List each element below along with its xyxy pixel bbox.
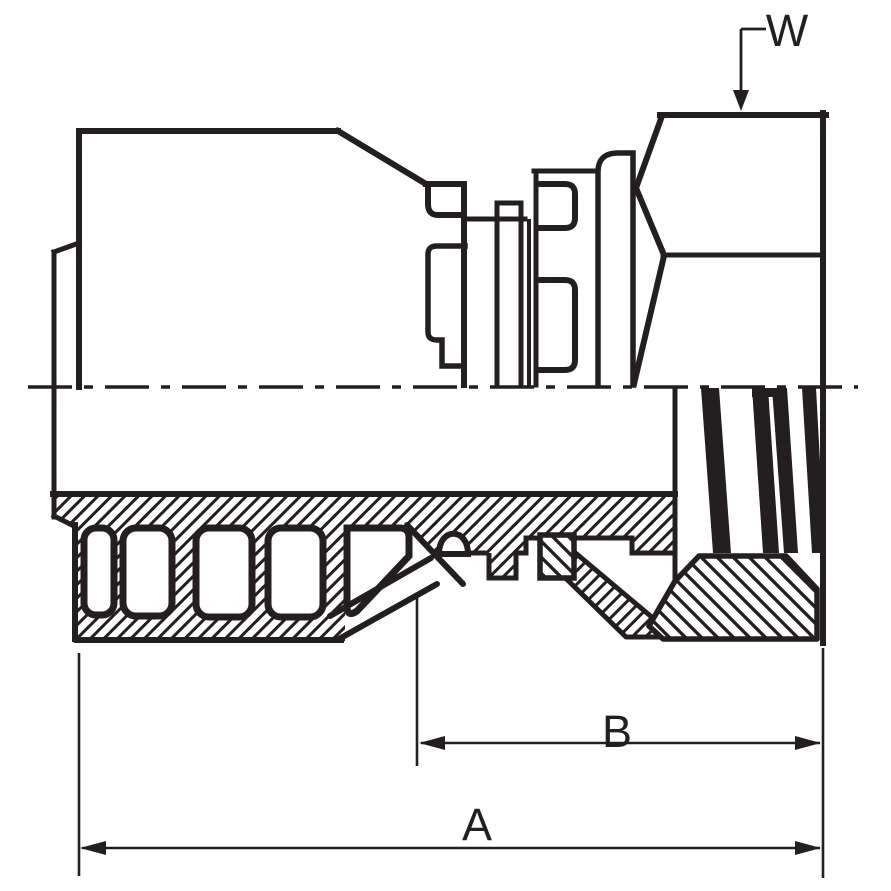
dimension-b: B (415, 598, 821, 766)
b-arrow-right (795, 736, 821, 750)
fitting-outline (50, 110, 829, 646)
dimension-a: A (77, 648, 825, 878)
shell-left-step (50, 239, 83, 530)
nut-hex-chamfer (630, 112, 668, 388)
thread-bars (701, 388, 825, 553)
dimension-label-b: B (602, 706, 632, 757)
stack-rring-upper (535, 181, 578, 231)
shell-taper (327, 522, 466, 642)
collar-outline (595, 150, 636, 388)
crimp-window-5 (343, 524, 413, 618)
wire-groove-dome (435, 530, 472, 557)
crimp-window-2 (119, 524, 176, 620)
stack-rring-lower (535, 277, 578, 373)
ferrule-section-edge (72, 522, 344, 643)
w-arrowhead (733, 90, 749, 111)
crimp-windows (80, 524, 413, 621)
dimension-label-a: A (462, 799, 492, 850)
shell-outline (76, 126, 431, 390)
nut-wall-section (646, 553, 820, 642)
stack-rring-left (425, 243, 468, 369)
a-arrow-right (795, 841, 821, 855)
nut-section (537, 532, 820, 642)
crimp-window-4 (264, 524, 327, 621)
nipple-profile-line (468, 535, 675, 581)
nut-lip-block (537, 532, 577, 581)
dimension-w: W (733, 5, 809, 111)
shell-top-band-hatch (54, 492, 675, 527)
crimp-window-3 (192, 524, 256, 621)
stack-tab (423, 181, 467, 218)
stack-ring (494, 200, 524, 388)
crimp-window-1 (80, 524, 118, 619)
a-arrow-left (80, 841, 106, 855)
dimension-label-w: W (766, 5, 809, 56)
b-arrow-left (419, 736, 445, 750)
